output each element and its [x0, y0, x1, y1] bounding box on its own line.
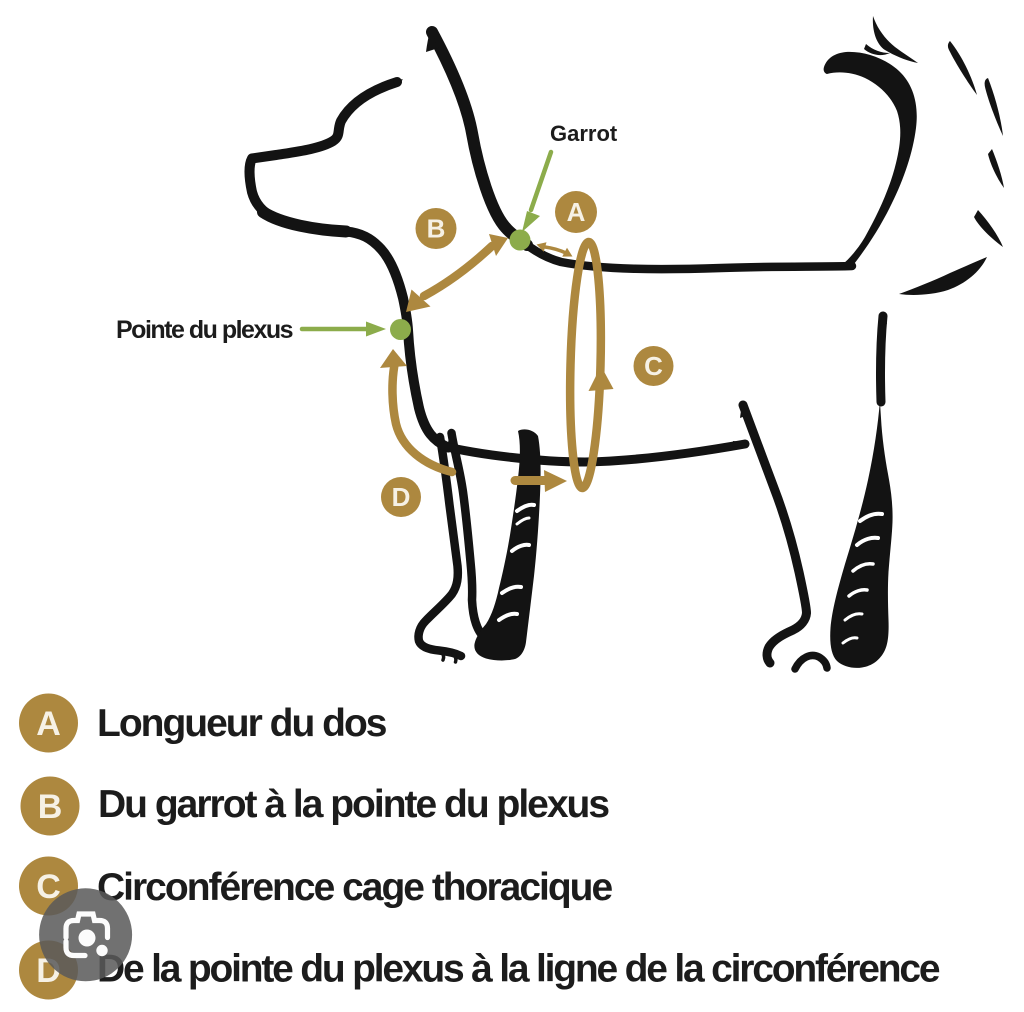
svg-text:B: B — [427, 214, 446, 244]
svg-text:A: A — [36, 705, 61, 743]
svg-text:A: A — [567, 197, 586, 227]
svg-text:D: D — [392, 482, 411, 512]
svg-text:Du garrot à la pointe du plexu: Du garrot à la pointe du plexus — [98, 783, 609, 826]
svg-text:Garrot: Garrot — [550, 121, 618, 146]
svg-text:C: C — [644, 351, 663, 381]
svg-text:De la pointe du plexus à la li: De la pointe du plexus à la ligne de la … — [97, 948, 940, 991]
svg-text:Circonférence cage thoracique: Circonférence cage thoracique — [97, 866, 612, 909]
svg-text:Longueur du dos: Longueur du dos — [97, 702, 387, 745]
svg-text:Pointe du plexus: Pointe du plexus — [116, 316, 293, 344]
svg-text:B: B — [38, 788, 63, 826]
